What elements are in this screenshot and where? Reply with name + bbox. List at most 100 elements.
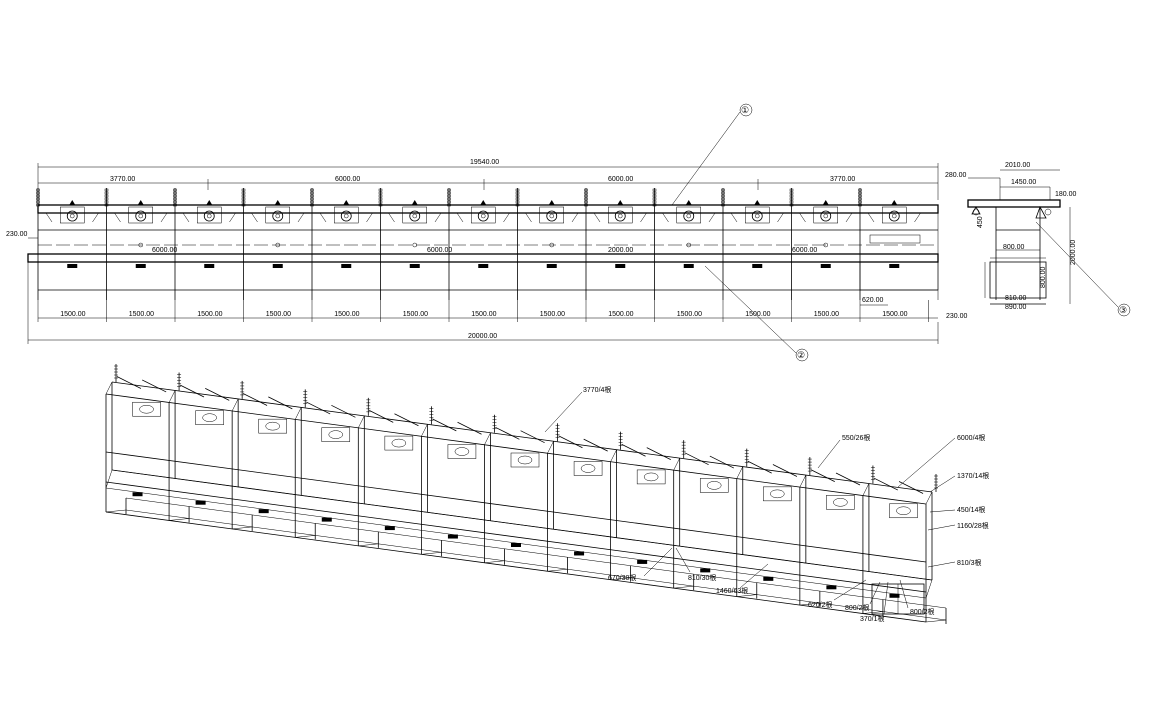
post-mark: [104, 194, 109, 198]
bay-width-label: 1500.00: [540, 311, 565, 318]
bracket: [708, 212, 716, 223]
dim-overall-top: 19540.00: [470, 159, 499, 166]
shelf-block: [195, 500, 206, 505]
bay-width-label: 1500.00: [334, 311, 359, 318]
bay-width-label: 1500.00: [677, 311, 702, 318]
bracket: [662, 212, 669, 223]
callout-2: ②: [797, 350, 805, 360]
fan-icon: [203, 210, 215, 222]
bay-width-label: 1500.00: [471, 311, 496, 318]
base-rail: [125, 509, 947, 621]
fan-hub: [892, 213, 897, 219]
dim-right-offset: 230.00: [946, 313, 968, 320]
bay-width-label: 1500.00: [266, 311, 291, 318]
frame-rail: [105, 451, 927, 563]
fan-panel: [321, 427, 351, 442]
hook-icon: [411, 200, 418, 205]
fan-panel: [826, 495, 855, 510]
post-mark: [104, 191, 109, 195]
top-arm: [835, 472, 861, 486]
fan-icon: [265, 421, 280, 431]
label-810-3: 810/3根: [957, 558, 982, 567]
fan-icon: [139, 404, 154, 414]
top-arm: [268, 396, 293, 410]
post-mark: [652, 191, 657, 195]
bracket: [319, 212, 327, 223]
bracket: [640, 212, 647, 223]
fan-hub: [412, 213, 417, 219]
frame-brace: [105, 509, 127, 513]
post-mark: [378, 194, 383, 198]
post-mark: [584, 203, 588, 207]
bay-width-label: 1500.00: [60, 311, 85, 318]
shelf-block: [889, 264, 900, 268]
fan-icon: [706, 481, 722, 490]
fan-hub: [481, 213, 486, 219]
fan-icon: [409, 210, 421, 222]
fan-housing: [676, 206, 701, 224]
post-mark: [447, 194, 451, 198]
top-arm: [898, 481, 924, 494]
post-mark: [378, 191, 383, 195]
dim-segment-3: 6000.00: [608, 176, 633, 183]
bracket: [92, 212, 99, 223]
hook-icon: [617, 200, 624, 205]
shelf-block: [889, 593, 900, 598]
label-1370: 1370/14根: [957, 471, 989, 480]
front-view: 19540.00 3770.00 6000.00 6000.00 3770.00…: [6, 103, 968, 362]
shelf-block: [272, 264, 283, 268]
bracket: [456, 212, 464, 223]
crossbar: [673, 458, 680, 471]
label-1160: 1160/28根: [957, 521, 989, 530]
bracket: [366, 212, 373, 223]
hook-icon: [69, 200, 76, 205]
top-arm: [116, 376, 142, 389]
post-mark: [310, 191, 314, 195]
fan-hub: [207, 213, 212, 219]
label-370: 370/1根: [860, 614, 885, 623]
bracket: [297, 212, 305, 223]
bracket: [503, 212, 510, 223]
bracket: [251, 212, 258, 223]
dim-segment-1: 3770.00: [110, 176, 135, 183]
post-mark: [173, 203, 177, 207]
post-mark: [789, 188, 794, 192]
side-lower-height: 800.00: [1040, 266, 1047, 288]
dim-segment-4: 3770.00: [830, 176, 855, 183]
fan-icon: [328, 430, 344, 439]
fan-icon: [66, 210, 78, 222]
fan-hub: [755, 213, 760, 219]
side-view: 2010.00 280.00 1450.00 180.00 800.00 800…: [945, 162, 1131, 317]
side-lower-width: 800.00: [1003, 244, 1025, 251]
post-mark: [858, 191, 862, 195]
post-mark: [515, 203, 520, 207]
bracket: [388, 212, 395, 223]
mid-label-3: 2000.00: [608, 247, 633, 254]
isometric-view: 3770/4根 550/26根 6000/4根 1370/14根 450/14根…: [105, 364, 989, 624]
frame-rail: [105, 481, 927, 593]
top-arm: [179, 384, 205, 398]
shelf-block: [204, 264, 215, 268]
frame-brace: [232, 526, 253, 530]
fan-hub: [823, 213, 828, 219]
top-arm: [621, 443, 646, 457]
frame-brace: [736, 594, 757, 597]
side-height-left: 450: [977, 216, 984, 228]
bay-width-label: 1500.00: [882, 311, 907, 318]
post-mark: [584, 194, 588, 198]
bay-width-label: 1500.00: [197, 311, 222, 318]
fan-icon: [683, 210, 695, 222]
post-mark: [310, 200, 314, 204]
dim-end-width: 620.00: [862, 297, 884, 304]
fan-housing: [197, 206, 222, 224]
crossbar: [168, 390, 176, 403]
post-mark: [173, 188, 177, 192]
post-mark: [584, 188, 588, 192]
shelf-block: [546, 264, 557, 268]
post-mark: [36, 194, 40, 198]
label-550: 550/26根: [842, 433, 870, 442]
post-mark: [721, 200, 725, 204]
fan-icon: [888, 210, 900, 222]
bay-width-label: 1500.00: [129, 311, 154, 318]
